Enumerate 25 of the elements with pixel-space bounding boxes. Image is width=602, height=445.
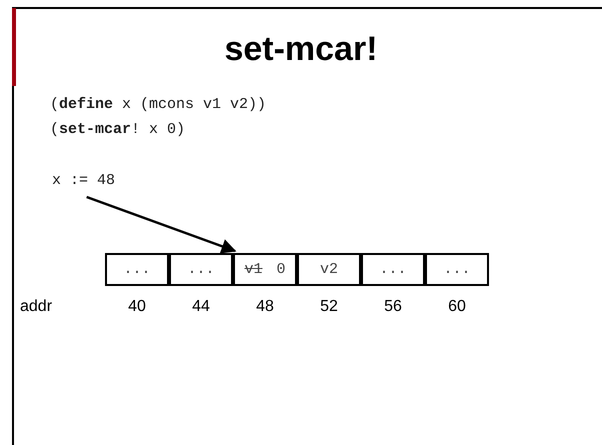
cell-value: v2 (320, 261, 338, 278)
cell-value: ... (123, 261, 150, 278)
slide-title: set-mcar! (223, 30, 379, 69)
code-line: (define x (mcons v1 v2)) (50, 96, 266, 113)
cell-value: 0 (276, 261, 286, 278)
memory-cell (425, 253, 489, 286)
assignment-text: x := 48 (52, 172, 116, 189)
address-number: 48 (255, 298, 275, 316)
address-number: 40 (127, 298, 147, 316)
cell-value: ... (187, 261, 214, 278)
cell-value: ... (379, 261, 406, 278)
code-line: (set-mcar! x 0) (50, 121, 186, 138)
memory-cell (297, 253, 361, 286)
struck-value: v1 (244, 261, 262, 278)
address-number: 60 (447, 298, 467, 316)
arrow (86, 196, 236, 254)
memory-cell (105, 253, 169, 286)
address-number: 52 (319, 298, 339, 316)
cell-value: ... (443, 261, 470, 278)
row-label: addr (20, 298, 52, 316)
memory-cell (361, 253, 425, 286)
address-number: 56 (383, 298, 403, 316)
address-number: 44 (191, 298, 211, 316)
memory-cell (169, 253, 233, 286)
memory-cell (233, 253, 297, 286)
